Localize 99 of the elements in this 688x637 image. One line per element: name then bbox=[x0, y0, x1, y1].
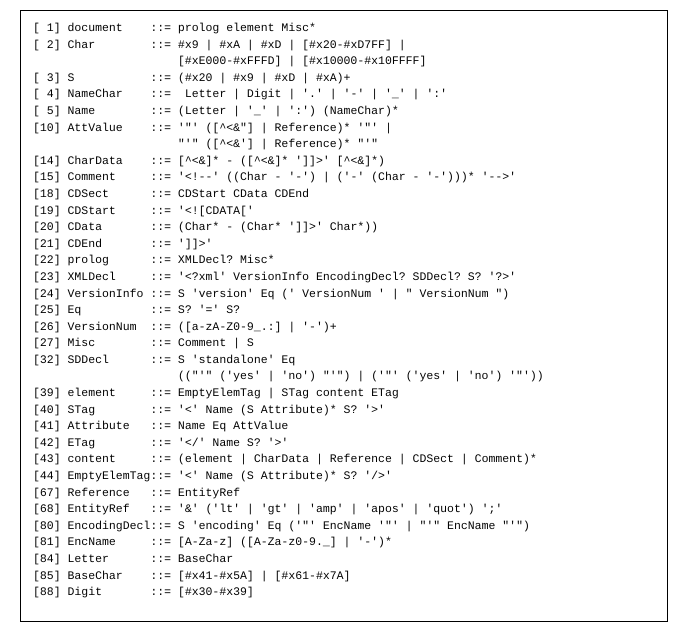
rule-name: Eq bbox=[68, 303, 82, 320]
rule-number: [23] bbox=[33, 270, 61, 286]
rule-definition: ::= S? '=' S? bbox=[150, 303, 240, 320]
rule-number: [41] bbox=[33, 419, 61, 436]
rule-name: STag bbox=[68, 402, 96, 419]
rule-number: [81] bbox=[33, 535, 61, 552]
rule-name: Attribute bbox=[68, 419, 130, 436]
rule-definition: ::= [#x30-#x39] bbox=[150, 585, 254, 602]
rule-definition: ::= '<![CDATA[' bbox=[150, 204, 254, 220]
rule-name: CharData bbox=[68, 154, 123, 170]
rule-definition: ::= Comment | S bbox=[150, 336, 254, 352]
rule-definition: ::= EmptyElemTag | STag content ETag bbox=[150, 386, 399, 402]
rule-number: [10] bbox=[33, 120, 61, 137]
rule-number: [67] bbox=[33, 486, 61, 502]
rule-number: [44] bbox=[33, 469, 61, 486]
rule-definition: ::= S 'encoding' Eq ('"' EncName '"' | "'" EncName "'") bbox=[150, 518, 530, 535]
rule-name: content bbox=[68, 452, 116, 468]
rule-name: CDEnd bbox=[68, 236, 102, 253]
rule-definition: ::= Name Eq AttValue bbox=[150, 419, 288, 436]
rule-number: [84] bbox=[33, 552, 61, 568]
definition-continuation: (("'" ('yes' | 'no') "'") | ('"' ('yes' | 'no') '"')) bbox=[176, 369, 544, 386]
rule-number: [32] bbox=[33, 352, 61, 369]
rule-number: [20] bbox=[33, 220, 61, 236]
rule-name: S bbox=[68, 70, 74, 87]
rule-name: ETag bbox=[68, 436, 96, 452]
rule-number: [26] bbox=[33, 320, 61, 336]
rule-name: prolog bbox=[68, 253, 109, 270]
rule-name: VersionNum bbox=[68, 320, 137, 336]
rule-number: [24] bbox=[33, 286, 61, 302]
rule-definition: ::= '"' ([^<&"] | Reference)* '"' | bbox=[150, 120, 392, 137]
rule-number: [22] bbox=[33, 253, 61, 270]
rule-name: EntityRef bbox=[68, 502, 130, 518]
rule-name: EncName bbox=[68, 535, 116, 552]
rule-definition: ::= S 'standalone' Eq bbox=[150, 352, 296, 369]
rule-definition: ::= '<' Name (S Attribute)* S? '/>' bbox=[150, 469, 392, 486]
rule-name: Letter bbox=[68, 552, 109, 568]
rule-name: Misc bbox=[68, 336, 96, 352]
rule-definition: ::= #x9 | #xA | #xD | [#x20-#xD7FF] | bbox=[150, 38, 406, 54]
rule-name: Comment bbox=[68, 170, 116, 186]
rule-name: NameChar bbox=[68, 87, 123, 104]
rule-definition: ::= '&' ('lt' | 'gt' | 'amp' | 'apos' | 'quot') ';' bbox=[150, 502, 502, 518]
rule-number: [88] bbox=[33, 585, 61, 602]
definition-continuation: [#xE000-#xFFFD] | [#x10000-#x10FFFF] bbox=[176, 54, 426, 70]
rule-number: [68] bbox=[33, 502, 61, 518]
rule-name: Digit bbox=[68, 585, 102, 602]
rule-name: Reference bbox=[68, 486, 130, 502]
rule-number: [ 3] bbox=[33, 70, 61, 87]
rule-number: [39] bbox=[33, 386, 61, 402]
rule-name: Name bbox=[68, 104, 96, 120]
rule-name: Char bbox=[68, 38, 96, 54]
rule-number: [ 1] bbox=[33, 21, 61, 37]
rule-definition: ::= CDStart CData CDEnd bbox=[150, 186, 310, 203]
rule-definition: ::= (Char* - (Char* ']]>' Char*)) bbox=[150, 220, 378, 236]
definition-continuation: "'" ([^<&'] | Reference)* "'" bbox=[176, 137, 378, 154]
rule-definition: ::= BaseChar bbox=[150, 552, 234, 568]
rule-number: [19] bbox=[33, 204, 61, 220]
rule-name: AttValue bbox=[68, 120, 123, 137]
rule-name: SDDecl bbox=[68, 352, 109, 369]
rule-definition: ::= S 'version' Eq (' VersionNum ' | " VersionNum ") bbox=[150, 286, 510, 302]
rule-number: [40] bbox=[33, 402, 61, 419]
rule-number: [80] bbox=[33, 518, 61, 535]
rule-definition: ::= (Letter | '_' | ':') (NameChar)* bbox=[150, 104, 399, 120]
rule-number: [ 5] bbox=[33, 104, 61, 120]
rule-number: [42] bbox=[33, 436, 61, 452]
rule-definition: ::= (element | CharData | Reference | CDSect | Comment)* bbox=[150, 452, 537, 468]
rule-definition: ::= XMLDecl? Misc* bbox=[150, 253, 275, 270]
rule-definition: ::= ']]>' bbox=[150, 236, 212, 253]
rule-name: EncodingDecl bbox=[68, 518, 150, 535]
rule-definition: ::= '<!--' ((Char - '-') | ('-' (Char - '-')))* '-->' bbox=[150, 170, 516, 186]
rule-number: [27] bbox=[33, 336, 61, 352]
rule-name: element bbox=[68, 386, 116, 402]
rule-number: [18] bbox=[33, 186, 61, 203]
rule-number: [43] bbox=[33, 452, 61, 468]
rule-definition: ::= ([a-zA-Z0-9_.:] | '-')+ bbox=[150, 320, 337, 336]
rule-name: CDStart bbox=[68, 204, 116, 220]
rule-name: BaseChar bbox=[68, 568, 123, 585]
rule-name: XMLDecl bbox=[68, 270, 116, 286]
rule-number: [ 4] bbox=[33, 87, 61, 104]
rule-definition: ::= EntityRef bbox=[150, 486, 240, 502]
rule-definition: ::= '</' Name S? '>' bbox=[150, 436, 288, 452]
rule-name: CData bbox=[68, 220, 102, 236]
rule-definition: ::= prolog element Misc* bbox=[150, 21, 316, 37]
rule-name: VersionInfo bbox=[68, 286, 144, 302]
rule-number: [15] bbox=[33, 170, 61, 186]
rule-name: document bbox=[68, 21, 123, 37]
rule-number: [85] bbox=[33, 568, 61, 585]
rule-name: EmptyElemTag bbox=[68, 469, 150, 486]
rule-number: [14] bbox=[33, 154, 61, 170]
rule-name: CDSect bbox=[68, 186, 109, 203]
rule-definition: ::= Letter | Digit | '.' | '-' | '_' | ':' bbox=[150, 87, 448, 104]
rule-number: [21] bbox=[33, 236, 61, 253]
rule-definition: ::= '<?xml' VersionInfo EncodingDecl? SDDecl? S? '?>' bbox=[150, 270, 516, 286]
rule-number: [25] bbox=[33, 303, 61, 320]
rule-definition: ::= (#x20 | #x9 | #xD | #xA)+ bbox=[150, 70, 350, 87]
rule-number: [ 2] bbox=[33, 38, 61, 54]
rule-definition: ::= '<' Name (S Attribute)* S? '>' bbox=[150, 402, 385, 419]
rule-definition: ::= [#x41-#x5A] | [#x61-#x7A] bbox=[150, 568, 350, 585]
rule-definition: ::= [A-Za-z] ([A-Za-z0-9._] | '-')* bbox=[150, 535, 392, 552]
rule-definition: ::= [^<&]* - ([^<&]* ']]>' [^<&]*) bbox=[150, 154, 385, 170]
